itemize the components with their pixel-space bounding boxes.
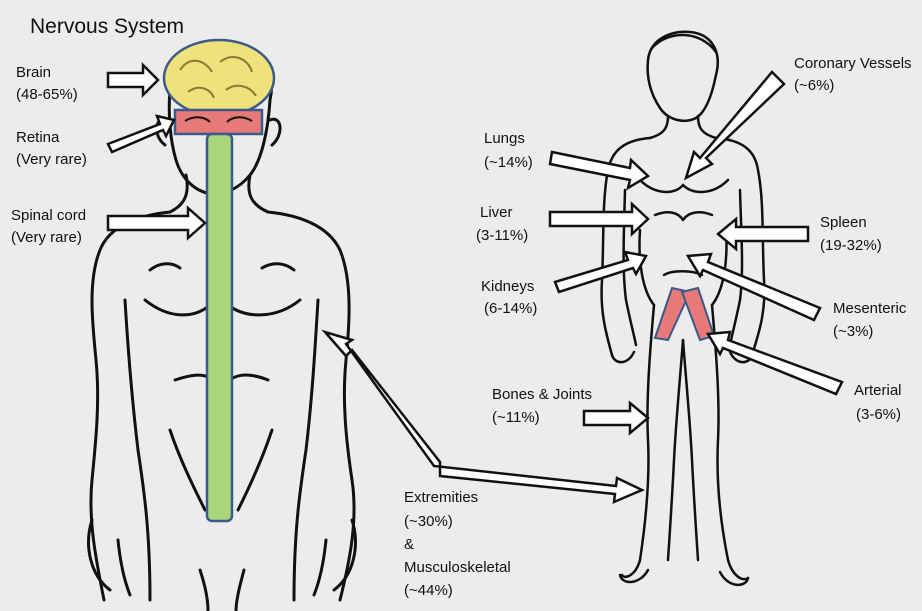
diagram-title: Nervous System: [30, 15, 184, 39]
value-kidneys: (6-14%): [484, 298, 537, 320]
value-retina: (Very rare): [16, 149, 87, 171]
value-spinal-cord: (Very rare): [11, 227, 82, 249]
value-extremities: (~30%): [404, 511, 453, 533]
label-bones-joints: Bones & Joints: [492, 384, 592, 406]
value-arterial: (3-6%): [856, 404, 901, 426]
value-liver: (3-11%): [476, 225, 528, 247]
label-mesenteric: Mesenteric: [833, 298, 906, 320]
label-brain: Brain: [16, 62, 51, 84]
spinal-cord-region: [207, 134, 232, 521]
label-liver: Liver: [480, 202, 513, 224]
value-mesenteric: (~3%): [833, 321, 873, 343]
label-musculoskeletal: Musculoskeletal: [404, 557, 511, 579]
label-retina: Retina: [16, 127, 59, 149]
label-arterial: Arterial: [854, 380, 902, 402]
label-ampersand: &: [404, 534, 414, 556]
label-coronary-vessels: Coronary Vessels: [794, 53, 912, 75]
label-kidneys: Kidneys: [481, 276, 534, 298]
value-coronary-vessels: (~6%): [794, 75, 834, 97]
label-spinal-cord: Spinal cord: [11, 205, 86, 227]
value-brain: (48-65%): [16, 84, 78, 106]
value-lungs: (~14%): [484, 152, 533, 174]
label-lungs: Lungs: [484, 128, 525, 150]
value-musculoskeletal: (~44%): [404, 580, 453, 602]
value-spleen: (19-32%): [820, 235, 882, 257]
retina-region: [175, 110, 262, 134]
label-spleen: Spleen: [820, 212, 867, 234]
value-bones-joints: (~11%): [492, 407, 540, 429]
label-extremities: Extremities: [404, 487, 478, 509]
brain-region: [164, 40, 274, 116]
